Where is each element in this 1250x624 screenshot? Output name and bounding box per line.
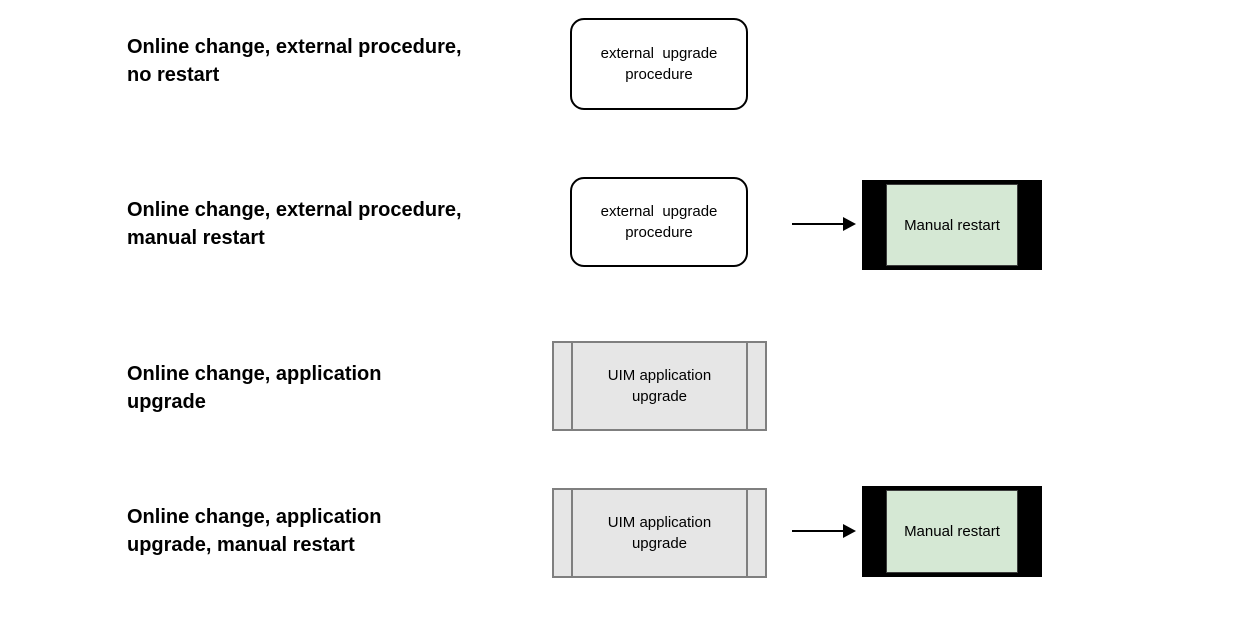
- row2-arrow-head: [843, 217, 856, 231]
- row4-manual-restart-text: Manual restart: [904, 523, 1000, 540]
- row1-external-procedure-shape: external upgrade procedure: [570, 18, 748, 110]
- row4-arrow-head: [843, 524, 856, 538]
- row3-shape-text-line1: UIM application: [607, 367, 712, 384]
- row1-shape-text-line2: procedure: [625, 66, 693, 83]
- row1-label: Online change, external procedure, no re…: [127, 33, 557, 89]
- row4-shape-text-line1: UIM application: [607, 514, 712, 531]
- row4-label: Online change, application upgrade, manu…: [127, 503, 557, 559]
- row2-manual-restart-text: Manual restart: [904, 216, 1000, 234]
- row4-process-bar-left: [571, 490, 573, 576]
- row1-shape-text-line1: external upgrade: [600, 45, 718, 62]
- row2-external-procedure-shape: external upgrade procedure: [570, 177, 748, 267]
- row2-manual-restart-shape: Manual restart: [862, 180, 1042, 270]
- row4-manual-restart-inner: Manual restart: [886, 490, 1018, 573]
- row3-uim-upgrade-shape: UIM application upgrade: [552, 341, 767, 431]
- row4-shape-text-line2: upgrade: [631, 535, 688, 552]
- row4-process-bar-right: [746, 490, 748, 576]
- row4-uim-upgrade-shape: UIM application upgrade: [552, 488, 767, 578]
- row3-process-bar-left: [571, 343, 573, 429]
- row1-shape-text: external upgrade procedure: [601, 43, 718, 85]
- row2-shape-text: external upgrade procedure: [601, 201, 718, 243]
- row3-shape-text-line2: upgrade: [631, 388, 688, 405]
- row2-label-line1: Online change, external procedure,: [127, 199, 462, 221]
- row2-manual-restart-inner: Manual restart: [886, 184, 1018, 266]
- row1-label-line2: no restart: [127, 64, 220, 86]
- row2-arrow-right-icon: [792, 217, 856, 231]
- row2-arrow-line: [792, 223, 845, 225]
- row3-shape-text: UIM application upgrade: [608, 365, 711, 407]
- row2-shape-text-line2: procedure: [625, 224, 693, 241]
- row2-shape-text-line1: external upgrade: [600, 203, 718, 220]
- row2-label: Online change, external procedure, manua…: [127, 196, 557, 252]
- row3-label: Online change, application upgrade: [127, 360, 557, 416]
- row3-process-bar-right: [746, 343, 748, 429]
- row4-label-line1: Online change, application: [127, 506, 382, 528]
- row3-label-line2: upgrade: [127, 391, 206, 413]
- row4-label-line2: upgrade, manual restart: [127, 534, 355, 556]
- row4-arrow-right-icon: [792, 524, 856, 538]
- row4-arrow-line: [792, 530, 845, 532]
- row3-label-line1: Online change, application: [127, 363, 382, 385]
- row4-manual-restart-shape: Manual restart: [862, 486, 1042, 577]
- row4-shape-text: UIM application upgrade: [608, 512, 711, 554]
- row2-label-line2: manual restart: [127, 227, 265, 249]
- row1-label-line1: Online change, external procedure,: [127, 36, 462, 58]
